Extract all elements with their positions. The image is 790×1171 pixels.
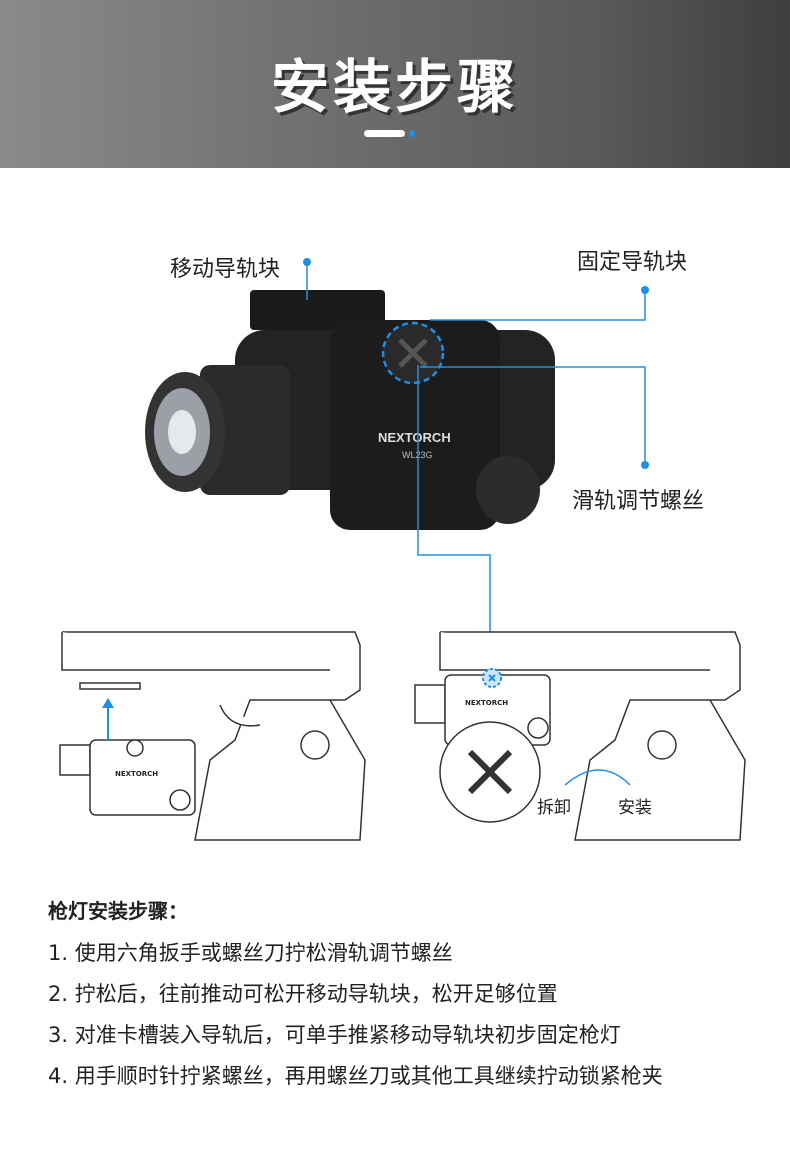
callout-dot — [303, 258, 311, 266]
arrow-up-icon — [102, 698, 114, 708]
header-banner: 安装步骤 — [0, 0, 790, 168]
steps-heading: 枪灯安装步骤： — [48, 899, 188, 923]
callout-dot — [641, 286, 649, 294]
title-underline — [364, 130, 405, 137]
page-title: 安装步骤 — [270, 53, 519, 121]
step-item: 1. 使用六角扳手或螺丝刀拧松滑轨调节螺丝 — [48, 941, 453, 965]
callout-moving-block: 移动导轨块 — [170, 257, 281, 282]
svg-text:NEXTORCH: NEXTORCH — [465, 699, 508, 707]
product-illustration: NEXTORCH WL23G NEXTORCH NEXTORCH — [59, 258, 746, 841]
flashlight-image: NEXTORCH WL23G — [145, 290, 555, 530]
callout-fixed-block: 固定导轨块 — [577, 250, 688, 275]
installation-steps: 枪灯安装步骤： 1. 使用六角扳手或螺丝刀拧松滑轨调节螺丝 2. 拧松后，往前推… — [48, 895, 663, 1102]
pistol-diagram-left: NEXTORCH — [59, 631, 366, 841]
svg-text:NEXTORCH: NEXTORCH — [115, 770, 158, 778]
step-item: 4. 用手顺时针拧紧螺丝，再用螺丝刀或其他工具继续拧动锁紧枪夹 — [48, 1064, 663, 1088]
pistol-diagram-right: NEXTORCH — [414, 631, 746, 841]
rotate-arrow-icon — [564, 769, 631, 786]
brand-logo: NEXTORCH — [378, 430, 451, 445]
callout-dot — [641, 461, 649, 469]
step-item: 2. 拧松后，往前推动可松开移动导轨块，松开足够位置 — [48, 982, 558, 1006]
install-label: 安装 — [618, 798, 652, 818]
callout-rail-screw: 滑轨调节螺丝 — [572, 489, 705, 514]
title-accent-dot — [409, 130, 415, 137]
step-item: 3. 对准卡槽装入导轨后，可单手推紧移动导轨块初步固定枪灯 — [48, 1023, 621, 1047]
remove-label: 拆卸 — [537, 798, 571, 818]
